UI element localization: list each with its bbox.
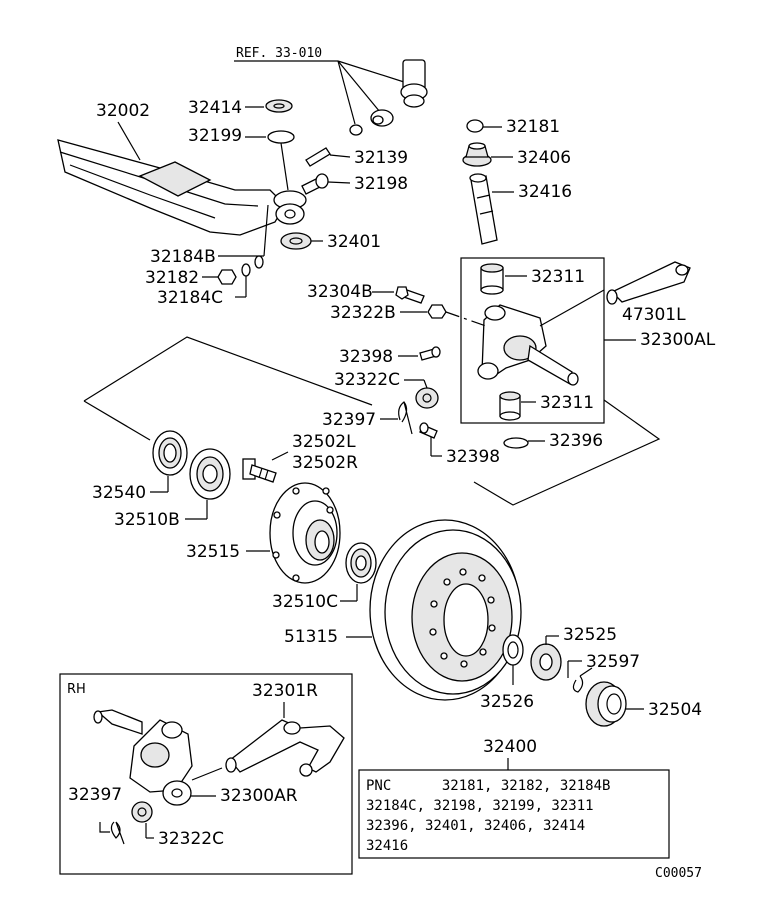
seal-32401-icon [280,232,312,250]
hub-bolt-icon [242,458,277,483]
label-32181: 32181 [506,117,560,137]
label-32184C: 32184C [157,288,223,308]
label-32182: 32182 [145,268,199,288]
nut-32525-icon [530,643,562,681]
bolt-32198-icon [301,173,329,195]
label-32406: 32406 [517,148,571,168]
shim-32199-icon [267,130,295,144]
nut-32182-icon [217,269,237,285]
label-32502L: 32502L [292,432,356,452]
bearing-32540-icon [152,430,188,476]
nut-32322B-icon [427,304,447,319]
label-32397-rh: 32397 [68,785,122,805]
pnc-line-1: PNC 32181, 32182, 32184B [366,778,610,794]
diagram-code: C00057 [655,866,702,881]
label-32300AR: 32300AR [220,786,298,806]
label-32322B: 32322B [330,303,396,323]
washer-32184B-icon [254,255,264,269]
cotter-pin-32597-icon [572,667,593,693]
label-32304B: 32304B [307,282,373,302]
brake-drum-icon [369,519,522,701]
label-32311-upper: 32311 [531,267,585,287]
label-32597: 32597 [586,652,640,672]
pnc-line-4: 32416 [366,838,408,854]
king-pin-icon [469,173,498,245]
label-32510C: 32510C [272,592,338,612]
label-32396: 32396 [549,431,603,451]
label-32311-lower: 32311 [540,393,594,413]
label-32300AL: 32300AL [640,330,716,350]
label-32398-lower: 32398 [446,447,500,467]
label-32002: 32002 [96,101,150,121]
tie-rod-arm-icon [606,261,691,305]
grease-nipple-lower-icon [419,422,438,439]
axle-beam-icon [57,139,307,236]
shock-absorber-end-icon [400,59,428,108]
cotter-pin-rh-icon [99,821,125,845]
bushing-32311-lower-icon [499,391,521,421]
steering-knuckle-icon [477,304,579,386]
bearing-32510C-icon [345,542,377,584]
rh-inset-box [59,673,353,875]
pnc-line-3: 32396, 32401, 32406, 32414 [366,818,585,834]
label-32416: 32416 [518,182,572,202]
label-32397-upper: 32397 [322,410,376,430]
grease-nipple-upper-icon [419,346,441,361]
shim-32396-icon [503,437,529,449]
nut-32322C-icon [415,387,439,409]
washer-32526-icon [502,634,524,666]
hub-cap-32504-icon [585,681,627,727]
pnc-line-2: 32184C, 32198, 32199, 32311 [366,798,594,814]
nut-32322C-rh-icon [131,801,153,823]
cap-32181-icon [466,119,484,133]
label-32510B: 32510B [114,510,180,530]
bushing-icon [370,109,394,127]
label-32301R: 32301R [252,681,318,701]
label-51315: 51315 [284,627,338,647]
bushing-32311-upper-icon [480,263,504,295]
label-32322C: 32322C [334,370,400,390]
pnc-box [358,769,670,859]
washer-32414-icon [265,99,293,113]
ref-group: REF. 33-010 [234,46,428,136]
rh-inset-title: RH [67,682,86,697]
label-32198: 32198 [354,174,408,194]
label-32322C-rh: 32322C [158,829,224,849]
label-32525: 32525 [563,625,617,645]
label-32414: 32414 [188,98,242,118]
label-32540: 32540 [92,483,146,503]
label-32398-upper: 32398 [339,347,393,367]
washer-32184C-icon [241,263,251,277]
cap-32406-icon [462,142,492,167]
grease-pin-icon [305,147,331,167]
washer-icon [349,124,363,136]
label-32502R: 32502R [292,453,358,473]
label-32199: 32199 [188,126,242,146]
label-32504: 32504 [648,700,702,720]
label-32139: 32139 [354,148,408,168]
label-32515: 32515 [186,542,240,562]
bearing-32510B-icon [189,448,231,500]
bolt-32304B-icon [395,286,425,304]
steering-arm-32301R-icon [225,719,345,777]
label-32526: 32526 [480,692,534,712]
label-32401: 32401 [327,232,381,252]
cotter-pin-upper-icon [398,401,413,435]
label-32184B: 32184B [150,247,216,267]
reference-label: REF. 33-010 [236,46,322,61]
label-32400: 32400 [483,737,537,757]
steering-knuckle-rh-icon [93,709,193,806]
hub-32515-icon [269,482,341,584]
label-47301L: 47301L [622,305,686,325]
